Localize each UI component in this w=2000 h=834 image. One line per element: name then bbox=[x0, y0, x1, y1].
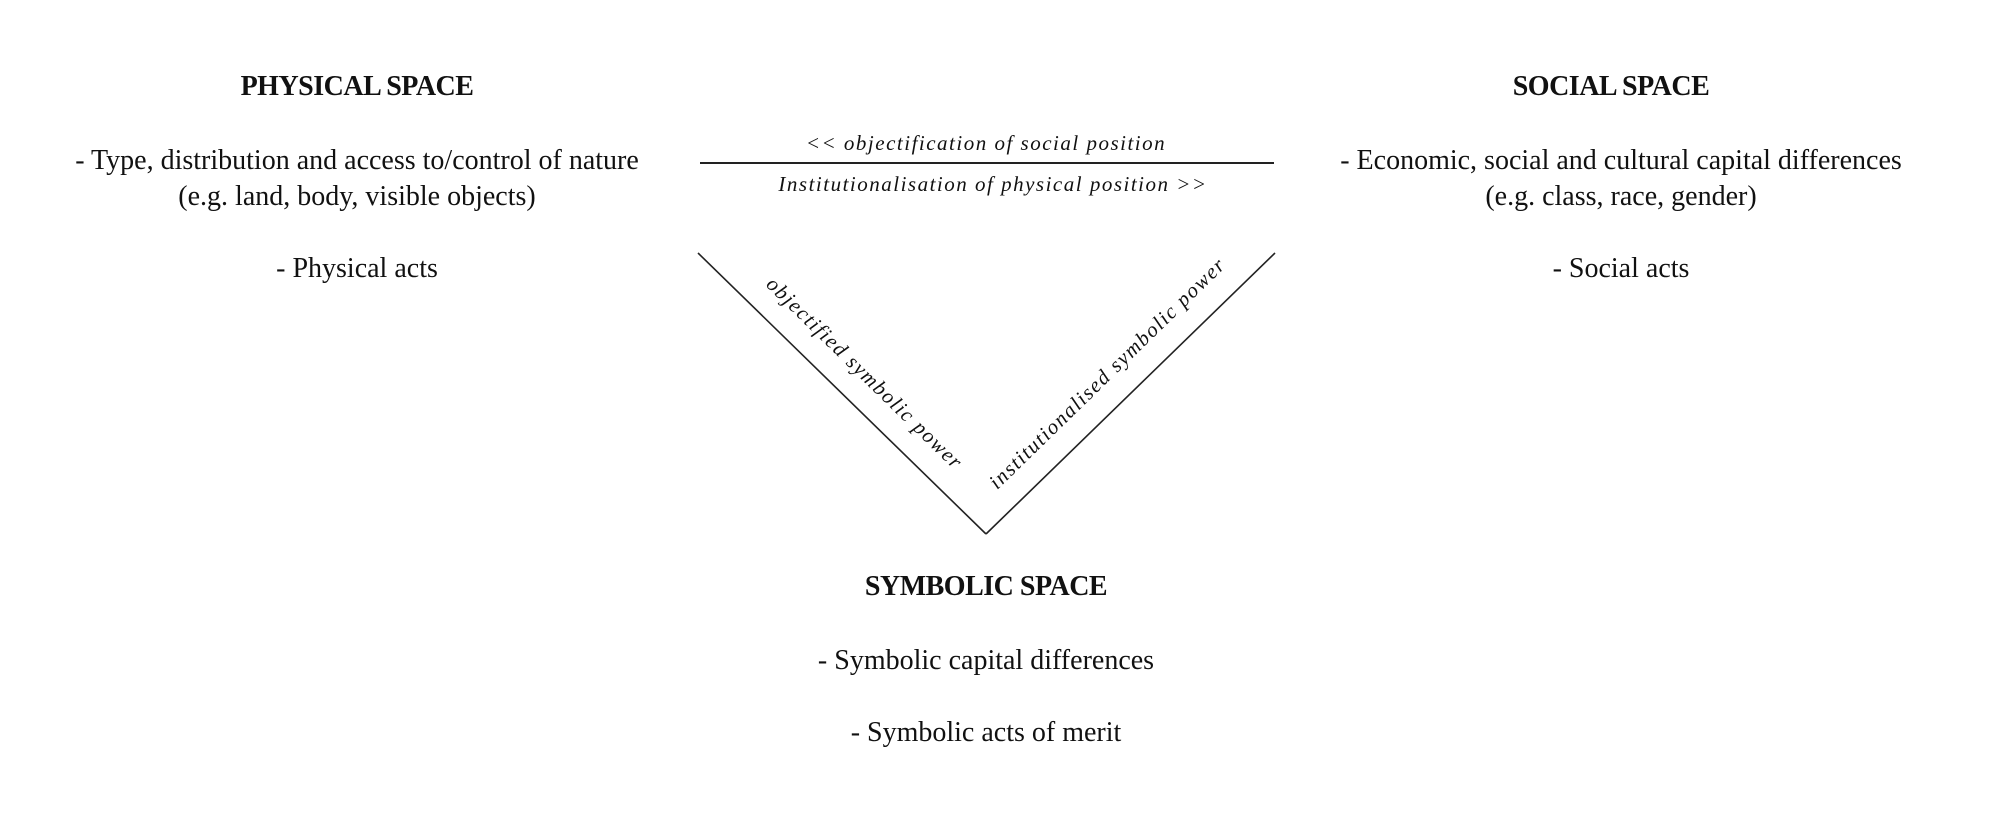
left-diagonal-label: objectified symbolic power bbox=[762, 272, 969, 474]
symbolic-space-line1: - Symbolic capital differences bbox=[817, 645, 1155, 676]
top-lower-label: Institutionalisation of physical positio… bbox=[777, 172, 1207, 196]
top-upper-label: << objectification of social position bbox=[806, 131, 1166, 155]
social-space-line2: (e.g. class, race, gender) bbox=[1485, 181, 1757, 212]
social-space-title: SOCIAL SPACE bbox=[1512, 71, 1710, 102]
symbolic-space-title: SYMBOLIC SPACE bbox=[864, 571, 1108, 602]
symbolic-space-acts: - Symbolic acts of merit bbox=[850, 717, 1122, 748]
right-diagonal-connector bbox=[985, 252, 1276, 535]
left-diagonal-connector bbox=[697, 252, 987, 535]
social-space-line1: - Economic, social and cultural capital … bbox=[1340, 145, 1902, 176]
physical-space-title: PHYSICAL SPACE bbox=[240, 71, 474, 102]
physical-space-acts: - Physical acts bbox=[276, 253, 438, 284]
physical-space-line1: - Type, distribution and access to/contr… bbox=[75, 145, 639, 176]
right-diagonal-label: institutionalised symbolic power bbox=[984, 252, 1230, 493]
physical-space-line2: (e.g. land, body, visible objects) bbox=[178, 181, 536, 212]
social-space-acts: - Social acts bbox=[1552, 253, 1690, 284]
